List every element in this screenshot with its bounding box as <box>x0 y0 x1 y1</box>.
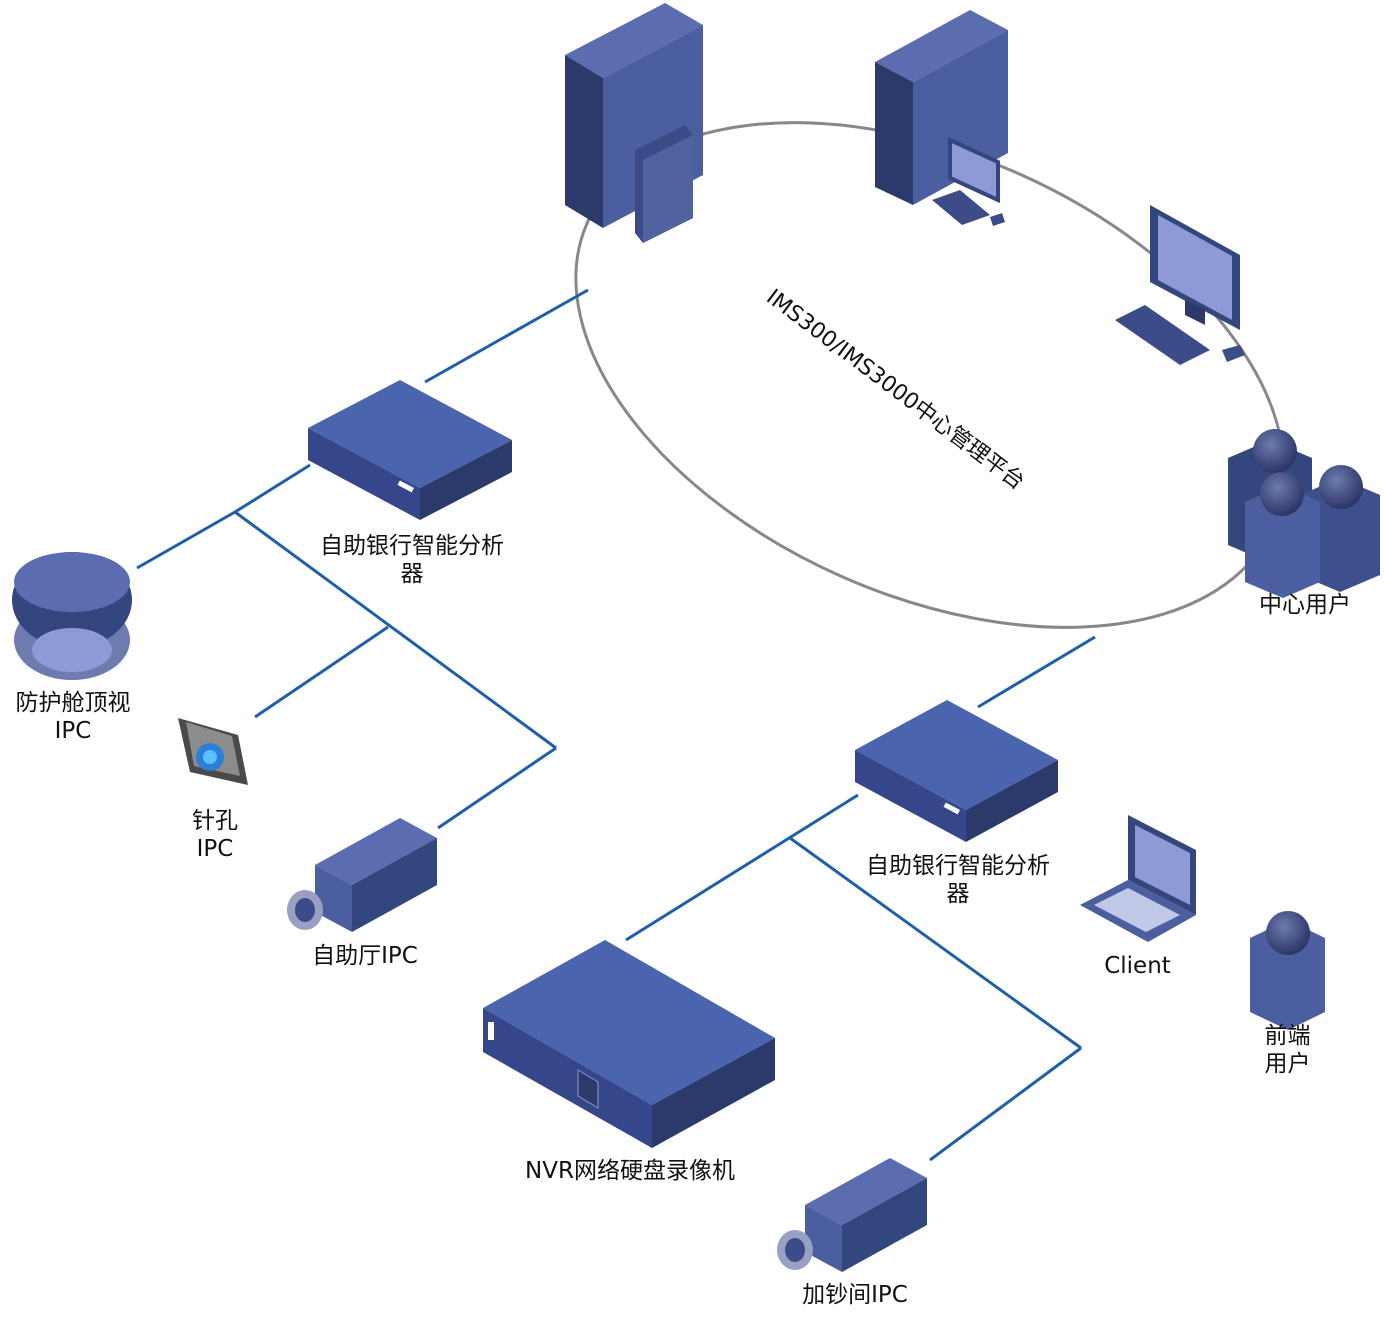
link-ring-analyzer-bottom <box>977 635 1096 709</box>
dome-ipc-label: 防护舱顶视 IPC <box>15 690 131 744</box>
center-user-label: 中心用户 <box>1259 592 1351 618</box>
link-analyzer-top-junction <box>234 463 311 514</box>
link-branch-pinhole <box>254 625 389 719</box>
client-label: Client <box>1104 953 1171 979</box>
client-laptop-icon <box>1080 815 1196 942</box>
link-branch-hall <box>437 746 557 830</box>
nvr-icon <box>483 940 775 1148</box>
nvr-label: NVR网络硬盘录像机 <box>525 1158 735 1184</box>
link-junction-dome <box>136 510 236 570</box>
analyzer-bottom-label: 自助银行智能分析 器 <box>866 853 1050 907</box>
dome-camera-icon <box>12 552 132 680</box>
analyzer-top-icon <box>308 380 512 520</box>
link-junction-cash <box>789 836 1082 1050</box>
cash-camera-icon <box>777 1158 927 1272</box>
link-junction-branch <box>234 510 557 750</box>
center-user-icon <box>1228 429 1380 598</box>
links <box>136 288 1096 1162</box>
hall-ipc-label: 自助厅IPC <box>312 943 418 969</box>
link-ring-analyzer-top <box>424 288 589 384</box>
server-tower-icon <box>565 3 703 243</box>
workstation-icon <box>875 10 1008 226</box>
link-cash <box>929 1046 1082 1162</box>
pinhole-camera-icon <box>178 718 248 785</box>
monitor-icon <box>1115 205 1245 365</box>
front-user-icon <box>1250 911 1325 1030</box>
cash-ipc-label: 加钞间IPC <box>802 1282 908 1308</box>
link-analyzer-bottom-nvr <box>625 793 859 942</box>
pinhole-ipc-label: 针孔 IPC <box>192 808 238 862</box>
analyzer-top-label: 自助银行智能分析 器 <box>320 533 504 587</box>
hall-camera-icon <box>287 818 437 932</box>
front-user-label: 前端 用户 <box>1264 1023 1311 1077</box>
analyzer-bottom-icon <box>855 700 1058 842</box>
